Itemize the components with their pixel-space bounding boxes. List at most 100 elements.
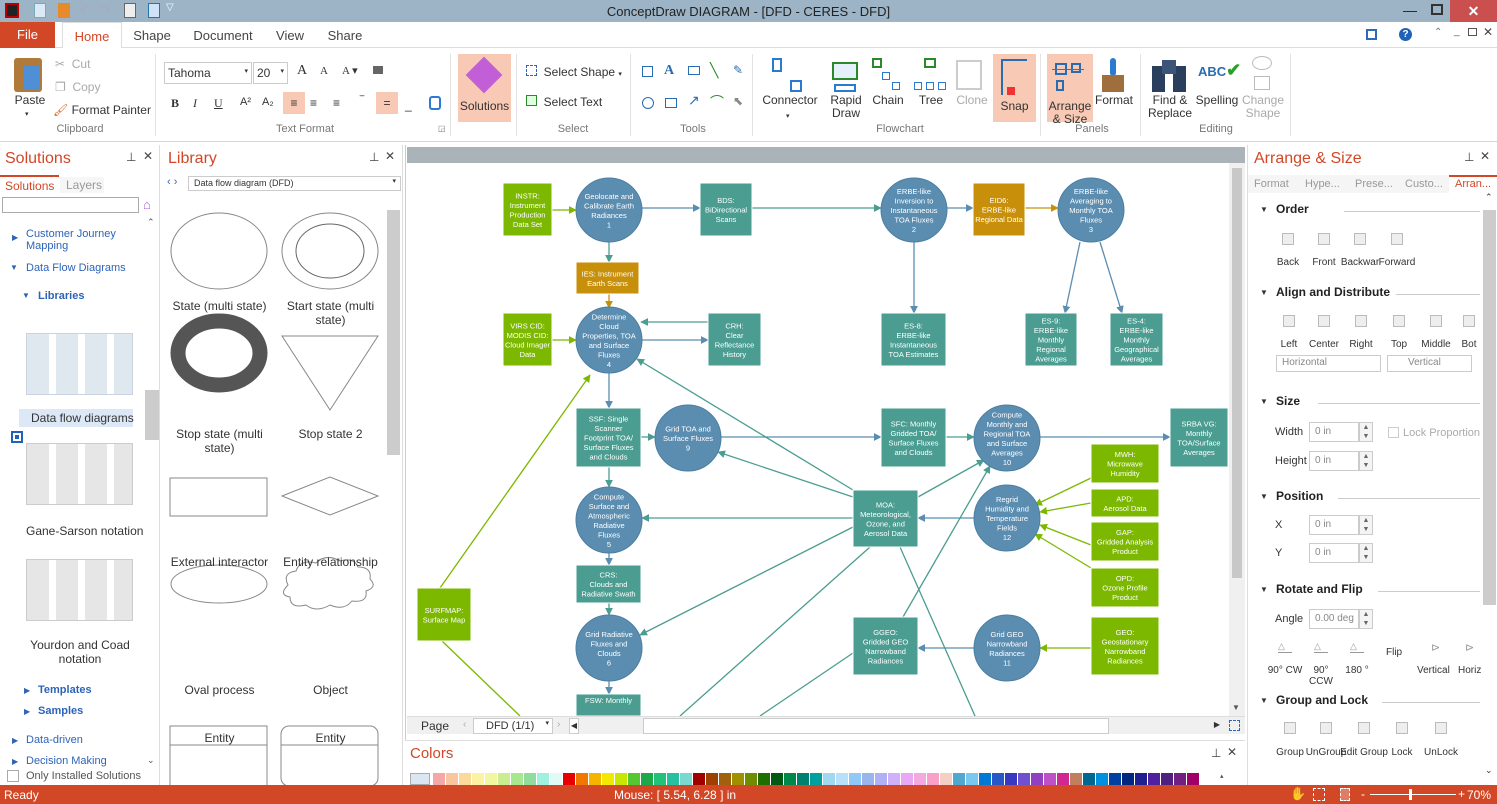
doc-minimize-icon[interactable]: _ xyxy=(1454,26,1460,37)
tab-shape[interactable]: Shape xyxy=(133,28,171,43)
height-spinner[interactable]: ▲▼ xyxy=(1359,451,1373,471)
library-item-gane-sarson[interactable]: Gane-Sarson notation xyxy=(26,524,144,538)
section-toggle-icon[interactable]: ▼ xyxy=(1260,585,1268,594)
tab-solutions[interactable]: Solutions xyxy=(0,175,59,193)
color-swatch[interactable] xyxy=(693,773,706,785)
group-icon[interactable] xyxy=(1284,722,1296,734)
external-entity-apd[interactable]: APD:Aerosol Data xyxy=(1090,488,1160,518)
minimize-button[interactable]: — xyxy=(1403,2,1417,18)
shape-object[interactable] xyxy=(283,557,374,610)
tree-item-customer-journey[interactable]: Customer Journey Mapping xyxy=(26,228,116,252)
color-swatch[interactable] xyxy=(1031,773,1044,785)
library-select[interactable]: Data flow diagram (DFD)▾ xyxy=(188,176,401,191)
tree-item-decision-making[interactable]: Decision Making xyxy=(26,755,107,767)
align-button[interactable]: Right xyxy=(1349,339,1373,350)
italic-button[interactable]: I xyxy=(193,96,197,110)
change-shape-button[interactable]: Change Shape xyxy=(1241,93,1285,120)
shape-state[interactable] xyxy=(170,212,268,290)
color-swatch[interactable] xyxy=(953,773,966,785)
page-next-icon[interactable]: › xyxy=(557,719,561,730)
color-swatch[interactable] xyxy=(563,773,576,785)
order-icon[interactable] xyxy=(1354,233,1366,245)
panel-scrollbar[interactable] xyxy=(1483,210,1496,605)
align-button[interactable]: Center xyxy=(1308,339,1339,350)
scroll-down-icon[interactable]: ⌄ xyxy=(147,755,155,765)
clone-button[interactable]: Clone xyxy=(956,93,988,107)
align-button[interactable]: Top xyxy=(1390,339,1408,350)
direct-select-tool[interactable]: ⬉ xyxy=(733,94,744,108)
color-swatch[interactable] xyxy=(823,773,836,785)
collapse-ribbon-icon[interactable]: ⌃ xyxy=(1434,27,1443,38)
color-swatch[interactable] xyxy=(472,773,485,785)
data-flow-arrow[interactable] xyxy=(636,358,854,491)
align-top-button[interactable]: ‾ xyxy=(360,94,364,108)
shrink-font-icon[interactable]: A xyxy=(320,65,328,77)
text-fit-icon[interactable] xyxy=(429,96,441,110)
color-swatch[interactable] xyxy=(511,773,524,785)
color-swatch[interactable] xyxy=(862,773,875,785)
close-button[interactable]: ✕ xyxy=(1450,0,1497,22)
cut-button[interactable]: ✂ Cut xyxy=(55,57,91,71)
color-swatch[interactable] xyxy=(758,773,771,785)
group-icon[interactable] xyxy=(1396,722,1408,734)
doc-restore-icon[interactable] xyxy=(1468,28,1477,36)
align-icon[interactable] xyxy=(1463,315,1475,327)
library-thumb-gane-sarson[interactable] xyxy=(26,443,133,505)
page-prev-icon[interactable]: ‹ xyxy=(463,719,467,730)
shape-stop-state[interactable] xyxy=(170,313,268,393)
align-icon[interactable] xyxy=(1283,315,1295,327)
chain-button[interactable]: Chain xyxy=(872,93,904,107)
align-button[interactable]: Bot xyxy=(1461,339,1477,350)
color-swatch[interactable] xyxy=(1109,773,1122,785)
color-swatch[interactable] xyxy=(719,773,732,785)
tree-item-samples[interactable]: Samples xyxy=(38,705,84,717)
color-swatch[interactable] xyxy=(979,773,992,785)
align-middle-button[interactable]: = xyxy=(376,92,398,114)
library-item-data-flow-diagrams[interactable]: Data flow diagrams xyxy=(19,409,134,427)
pin-icon[interactable]: ⊥ xyxy=(1211,746,1222,760)
color-swatch[interactable] xyxy=(797,773,810,785)
section-toggle-icon[interactable]: ▼ xyxy=(1260,696,1268,705)
arrow-tool[interactable]: ↗ xyxy=(688,92,700,108)
data-flow-arrow[interactable] xyxy=(439,374,591,589)
shape-external-interactor[interactable] xyxy=(169,477,268,517)
hscroll-right-icon[interactable]: ▶ xyxy=(1213,720,1221,729)
tab-hyperlink[interactable]: Hype... xyxy=(1305,178,1340,190)
section-toggle-icon[interactable]: ▼ xyxy=(1260,492,1268,501)
color-swatch[interactable] xyxy=(1148,773,1161,785)
color-swatch[interactable] xyxy=(1174,773,1187,785)
file-menu-button[interactable]: File xyxy=(0,22,55,48)
group-icon[interactable] xyxy=(1358,722,1370,734)
align-bottom-button[interactable]: _ xyxy=(405,98,412,112)
flip-button[interactable]: Vertical xyxy=(1417,665,1450,676)
color-picker-icon[interactable] xyxy=(410,773,430,785)
color-swatch[interactable] xyxy=(940,773,953,785)
color-swatch[interactable] xyxy=(836,773,849,785)
color-swatch[interactable] xyxy=(1161,773,1174,785)
shape-oval-process[interactable] xyxy=(170,564,268,604)
color-swatch[interactable] xyxy=(602,773,615,785)
group-icon[interactable] xyxy=(1320,722,1332,734)
tree-item-libraries[interactable]: Libraries xyxy=(38,290,85,302)
spelling-button[interactable]: Spelling xyxy=(1195,93,1239,107)
data-flow-arrow[interactable] xyxy=(1039,502,1092,515)
color-swatch[interactable] xyxy=(914,773,927,785)
font-color-icon[interactable]: A ▾ xyxy=(342,65,358,77)
rotate-icon[interactable]: △ xyxy=(1350,641,1364,653)
width-spinner[interactable]: ▲▼ xyxy=(1359,422,1373,442)
color-swatch[interactable] xyxy=(641,773,654,785)
library-scrollbar[interactable] xyxy=(387,210,400,455)
bold-button[interactable]: B xyxy=(171,96,180,110)
align-icon[interactable] xyxy=(1393,315,1405,327)
